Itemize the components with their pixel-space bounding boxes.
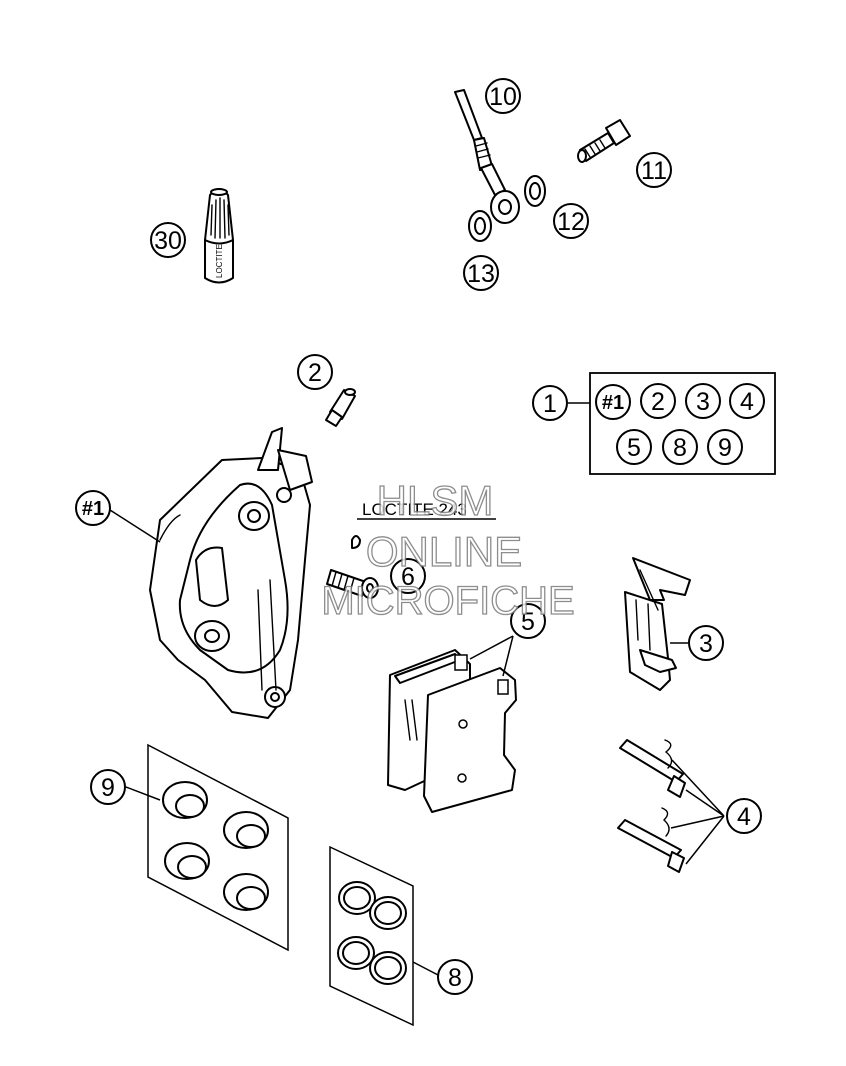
- svg-text:8: 8: [673, 434, 687, 462]
- kit-item-2: 2: [640, 383, 676, 419]
- callout-3: 3: [688, 625, 724, 661]
- svg-text:5: 5: [521, 608, 535, 636]
- svg-text:4: 4: [740, 388, 754, 416]
- pad-spring-icon: [624, 557, 691, 691]
- svg-text:30: 30: [154, 227, 182, 255]
- brake-caliper-icon: [149, 427, 313, 719]
- seal-ring-icon: [337, 881, 407, 985]
- callout-11: 11: [636, 152, 672, 188]
- loctite-bottle-icon: LOCTITE: [204, 188, 234, 284]
- callout-4: 4: [726, 798, 762, 834]
- watermark-line-2: ONLINE: [366, 528, 522, 575]
- watermark: HLSM ONLINE MICROFICHE: [321, 476, 576, 623]
- svg-text:#1: #1: [602, 392, 624, 414]
- watermark-line-3: MICROFICHE: [321, 579, 574, 623]
- kit-item-3: 3: [685, 383, 721, 419]
- svg-text:3: 3: [699, 630, 713, 658]
- svg-text:10: 10: [489, 83, 517, 111]
- banjo-bolt-icon: [577, 119, 631, 163]
- pad-pin-icon: [617, 739, 686, 873]
- svg-text:5: 5: [627, 434, 641, 462]
- watermark-line-1: HLSM: [377, 477, 494, 524]
- callout-2: 2: [297, 354, 333, 390]
- callout-9: 9: [90, 769, 126, 805]
- svg-text:1: 1: [543, 390, 557, 418]
- bleeder-screw-icon: [325, 388, 356, 427]
- brake-hose-icon: [454, 89, 520, 224]
- svg-text:#1: #1: [82, 498, 104, 520]
- callout-8: 8: [437, 959, 473, 995]
- callout-1: 1: [532, 385, 568, 421]
- svg-text:9: 9: [101, 774, 115, 802]
- screw-icon: [326, 569, 379, 599]
- callout-12: 12: [553, 203, 589, 239]
- svg-text:9: 9: [718, 434, 732, 462]
- callout-13: 13: [463, 255, 499, 291]
- svg-text:4: 4: [737, 803, 751, 831]
- svg-text:8: 8: [448, 964, 462, 992]
- callout-10: 10: [485, 78, 521, 114]
- kit-item-9: 9: [707, 429, 743, 465]
- callout-caliper-body: #1: [75, 490, 111, 526]
- kit-item-4: 4: [729, 383, 765, 419]
- svg-text:11: 11: [641, 157, 667, 185]
- callout-6: 6: [390, 558, 426, 594]
- loctite-bottle-label: LOCTITE: [215, 244, 224, 278]
- kit-item-5: 5: [616, 429, 652, 465]
- piston-set-icon: [147, 743, 289, 952]
- washer-icon: [468, 175, 546, 242]
- svg-text:3: 3: [696, 388, 710, 416]
- repair-kit-box: 1 #1 2 3 4 5 8 9: [532, 372, 776, 475]
- svg-text:12: 12: [557, 208, 585, 236]
- callout-30: 30: [150, 222, 186, 258]
- piston-icon: [162, 781, 269, 911]
- svg-text:2: 2: [308, 359, 322, 387]
- brake-pad-icon: [387, 649, 517, 813]
- svg-text:2: 2: [651, 388, 665, 416]
- seal-ring-set-icon: [329, 845, 414, 1027]
- kit-item-#1: #1: [595, 384, 631, 420]
- kit-item-8: 8: [662, 429, 698, 465]
- svg-text:6: 6: [401, 563, 415, 591]
- loctite-note: LOCTITE 243: [362, 500, 467, 519]
- svg-text:13: 13: [467, 260, 495, 288]
- callout-5: 5: [510, 603, 546, 639]
